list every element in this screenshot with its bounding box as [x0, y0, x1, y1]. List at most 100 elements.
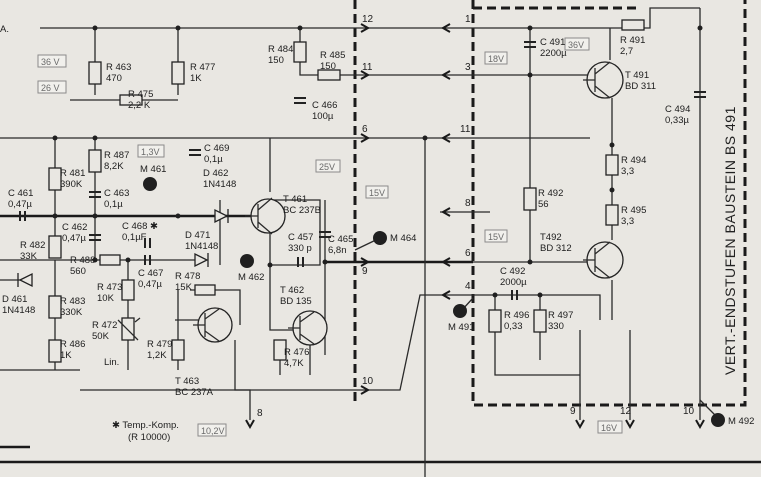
voltage-36v-right: 36V	[568, 40, 584, 50]
connector-bottom-12: 12	[620, 406, 632, 417]
label-c468-value: 0,1µF	[122, 232, 147, 243]
label-r483: R 483	[60, 296, 85, 307]
diode-symbols	[17, 208, 229, 288]
label-r497-value: 330	[548, 321, 564, 332]
label-r472-note: Lin.	[104, 357, 119, 368]
measure-point-m461	[143, 177, 157, 191]
label-r495-value: 3,3	[621, 216, 634, 227]
label-r483-value: 330K	[60, 307, 83, 318]
connector-bottom-10: 10	[683, 406, 695, 417]
connector-right-4: 4	[465, 281, 471, 292]
label-m461: M 461	[140, 164, 166, 175]
label-d461: D 461	[2, 294, 27, 305]
measure-point-m492	[711, 413, 725, 427]
label-r479-value: 1,2K	[147, 350, 167, 361]
label-c457: C 457	[288, 232, 313, 243]
wire-r496	[494, 295, 580, 376]
wire-t462	[269, 265, 295, 331]
label-r494-value: 3,3	[621, 166, 634, 177]
label-r484: R 484	[268, 44, 293, 55]
label-r463: R 463	[106, 62, 131, 73]
label-r495: R 495	[621, 205, 646, 216]
label-t463-type: BC 237A	[175, 387, 214, 398]
label-c492-value: 2000µ	[500, 277, 527, 288]
label-t462-type: BD 135	[280, 296, 312, 307]
wire-r478	[234, 340, 251, 420]
voltage-box	[484, 229, 508, 243]
label-r496-value: 0,33	[504, 321, 523, 332]
resistor-symbols	[48, 19, 645, 363]
label-d471-type: 1N4148	[185, 241, 218, 252]
label-r487: R 487	[104, 150, 129, 161]
label-r482-value: 33K	[20, 251, 38, 262]
label-d462-type: 1N4148	[203, 179, 236, 190]
label-r492: R 492	[538, 188, 563, 199]
connector-right-11: 11	[460, 124, 471, 135]
label-r478-value: 15K	[175, 282, 193, 293]
connector-right-1: 1	[465, 14, 471, 25]
right-board-boundary	[471, 0, 747, 407]
label-c457-value: 330 p	[288, 243, 312, 254]
footnote-resistance: (R 10000)	[128, 432, 170, 443]
label-m464: M 464	[390, 233, 416, 244]
voltage-25v: 25V	[319, 162, 335, 172]
label-r497: R 497	[548, 310, 573, 321]
voltage-15v-left: 15V	[369, 188, 385, 198]
label-r479: R 479	[147, 339, 172, 350]
label-r475: R 475	[128, 89, 153, 100]
voltage-box	[137, 144, 165, 158]
label-r476: R 476	[284, 347, 309, 358]
label-r488-value: 560	[70, 266, 86, 277]
voltage-box	[37, 80, 67, 94]
connector-left-10: 10	[362, 376, 374, 387]
label-t462: T 462	[280, 285, 304, 296]
wire-r491	[473, 7, 700, 29]
connector-left-6: 6	[362, 124, 368, 135]
label-c466: C 466	[312, 100, 337, 111]
label-r478: R 478	[175, 271, 200, 282]
label-r472-value: 50K	[92, 331, 110, 342]
voltage-36v: 36 V	[41, 57, 60, 67]
label-r484-value: 150	[268, 55, 284, 66]
label-c491: C 491	[540, 37, 565, 48]
label-c467-value: 0,47µ	[138, 279, 162, 290]
label-r481: R 481	[60, 168, 85, 179]
voltage-box	[564, 37, 590, 51]
label-r492-value: 56	[538, 199, 549, 210]
module-title: VERT.-ENDSTUFEN BAUSTEIN BS 491	[722, 106, 738, 375]
voltage-box	[597, 420, 623, 434]
connector-left-9: 9	[362, 266, 368, 277]
label-r486-value: 1K	[60, 350, 72, 361]
junction-dots	[52, 25, 703, 298]
label-c466-value: 100µ	[312, 111, 334, 122]
label-r463-value: 470	[106, 73, 122, 84]
supply-wire-11	[94, 28, 355, 95]
voltage-10-2v: 10,2V	[201, 426, 225, 436]
connector-right-8: 8	[465, 198, 471, 209]
label-d462: D 462	[203, 168, 228, 179]
capacitor-symbols	[19, 41, 706, 300]
label-c465-value: 6,8n	[328, 245, 347, 256]
transistor-symbols	[193, 61, 624, 346]
measure-point-m464	[373, 231, 387, 245]
label-r477: R 477	[190, 62, 215, 73]
wire-r492	[473, 75, 590, 262]
wire-t461-col	[269, 138, 321, 266]
label-d461-type: 1N4148	[2, 305, 35, 316]
label-c468: C 468 ✱	[122, 221, 158, 232]
label-c494: C 494	[665, 104, 690, 115]
label-r485-value: 150	[320, 61, 336, 72]
measure-point-m462	[240, 254, 254, 268]
voltage-15v-right: 15V	[488, 232, 504, 242]
label-c494-value: 0,33µ	[665, 115, 689, 126]
label-r491: R 491	[620, 35, 645, 46]
connector-left-8: 8	[257, 408, 263, 419]
label-c463-value: 0,1µ	[104, 199, 123, 210]
label-t463: T 463	[175, 376, 199, 387]
label-r482: R 482	[20, 240, 45, 251]
voltage-box	[484, 51, 508, 65]
label-r473-value: 10K	[97, 293, 115, 304]
label-t491-type: BD 311	[625, 81, 656, 92]
measure-point-m491	[453, 304, 467, 318]
